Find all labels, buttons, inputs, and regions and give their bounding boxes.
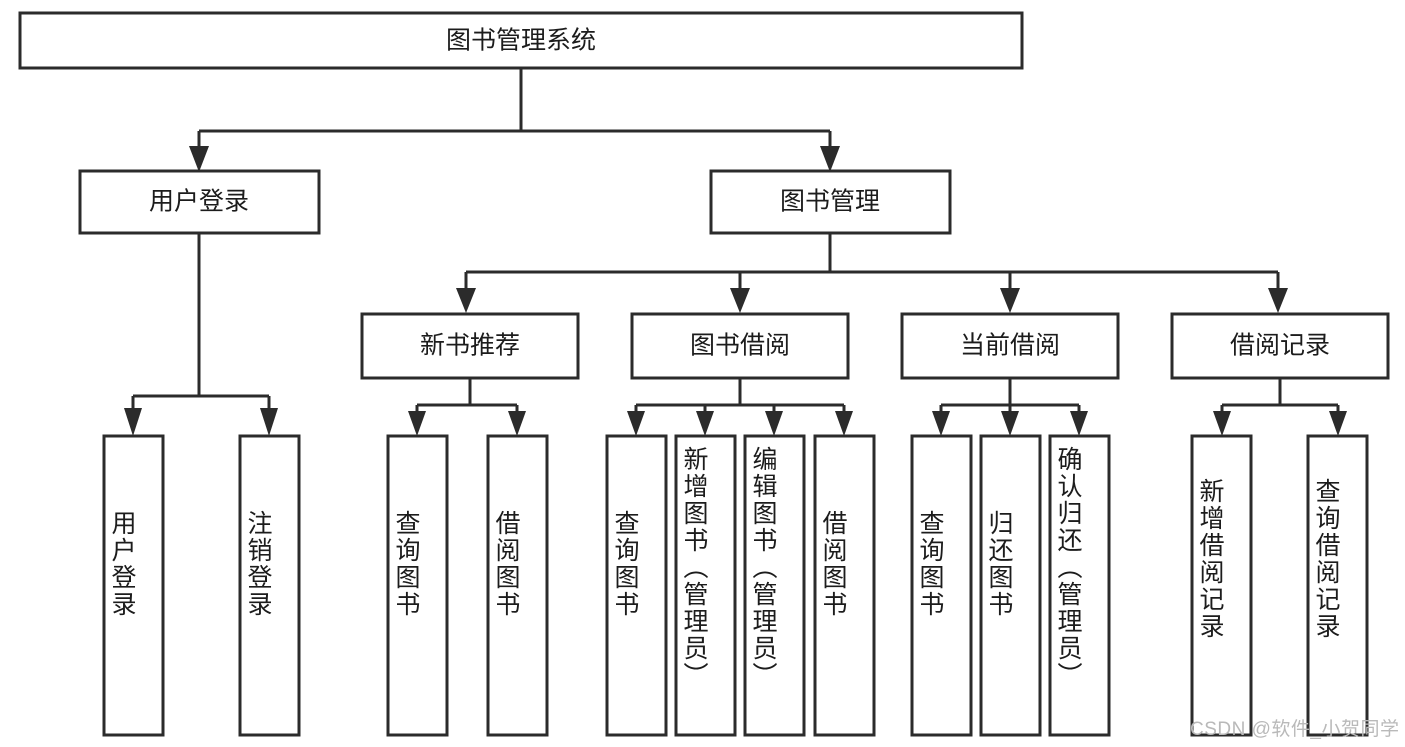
node-leaf-user-login-box[interactable] (102, 434, 165, 737)
node-leaf-query-book-1-box[interactable] (386, 434, 449, 737)
arrowhead-leaf-query-record (1329, 411, 1347, 436)
node-leaf-borrow-book-2-box[interactable] (813, 434, 876, 737)
arrowhead-leaf-borrow-book-1 (508, 411, 526, 436)
node-leaf-return-book-box[interactable] (979, 434, 1042, 737)
node-current-borrow-label: 当前借阅 (960, 332, 1060, 360)
arrowhead-leaf-confirm-return (1070, 411, 1088, 436)
node-leaf-confirm-return-box[interactable] (1048, 434, 1111, 737)
node-borrow-record-box[interactable] (1170, 312, 1390, 380)
node-book-borrow-box[interactable] (630, 312, 850, 380)
node-book-management-box[interactable] (709, 169, 952, 235)
node-user-login-box[interactable] (78, 169, 321, 235)
arrowhead-book-management (820, 146, 840, 172)
node-new-book-recommend-label: 新书推荐 (420, 332, 520, 360)
arrowhead-new-book (456, 288, 476, 313)
arrowhead-leaf-add-record (1213, 411, 1231, 436)
node-leaf-borrow-book-1-box[interactable] (486, 434, 549, 737)
arrowhead-leaf-logout-login (260, 408, 278, 436)
node-leaf-query-record-box[interactable] (1306, 434, 1369, 737)
node-leaf-add-record-box[interactable] (1190, 434, 1253, 737)
arrowhead-current-borrow (1000, 288, 1020, 313)
node-leaf-edit-book-box[interactable] (743, 434, 806, 737)
arrowhead-leaf-query-book-1 (408, 411, 426, 436)
node-current-borrow-box[interactable] (900, 312, 1120, 380)
arrowhead-user-login (189, 146, 209, 172)
arrowhead-borrow-record (1268, 288, 1288, 313)
arrowhead-leaf-edit-book (765, 411, 783, 436)
node-root-box[interactable] (18, 11, 1024, 70)
arrowhead-book-borrow (730, 288, 750, 313)
node-leaf-query-book-2-box[interactable] (605, 434, 668, 737)
node-root-label: 图书管理系统 (446, 27, 596, 55)
node-book-management-label: 图书管理 (780, 188, 880, 216)
node-leaf-logout-login-box[interactable] (238, 434, 301, 737)
node-book-borrow-label: 图书借阅 (690, 332, 790, 360)
node-leaf-query-book-3-box[interactable] (910, 434, 973, 737)
arrowhead-leaf-query-book-3 (932, 411, 950, 436)
node-user-login-label: 用户登录 (149, 188, 249, 216)
arrowhead-leaf-query-book-2 (627, 411, 645, 436)
arrowhead-leaf-return-book (1001, 411, 1019, 436)
arrowhead-leaf-user-login (124, 408, 142, 436)
node-borrow-record-label: 借阅记录 (1230, 332, 1330, 360)
arrowhead-leaf-borrow-book-2 (835, 411, 853, 436)
watermark-text: CSDN @软件_小贺同学 (1190, 719, 1400, 740)
arrowhead-leaf-add-book (696, 411, 714, 436)
node-new-book-recommend-box[interactable] (360, 312, 580, 380)
node-leaf-add-book-box[interactable] (674, 434, 737, 737)
